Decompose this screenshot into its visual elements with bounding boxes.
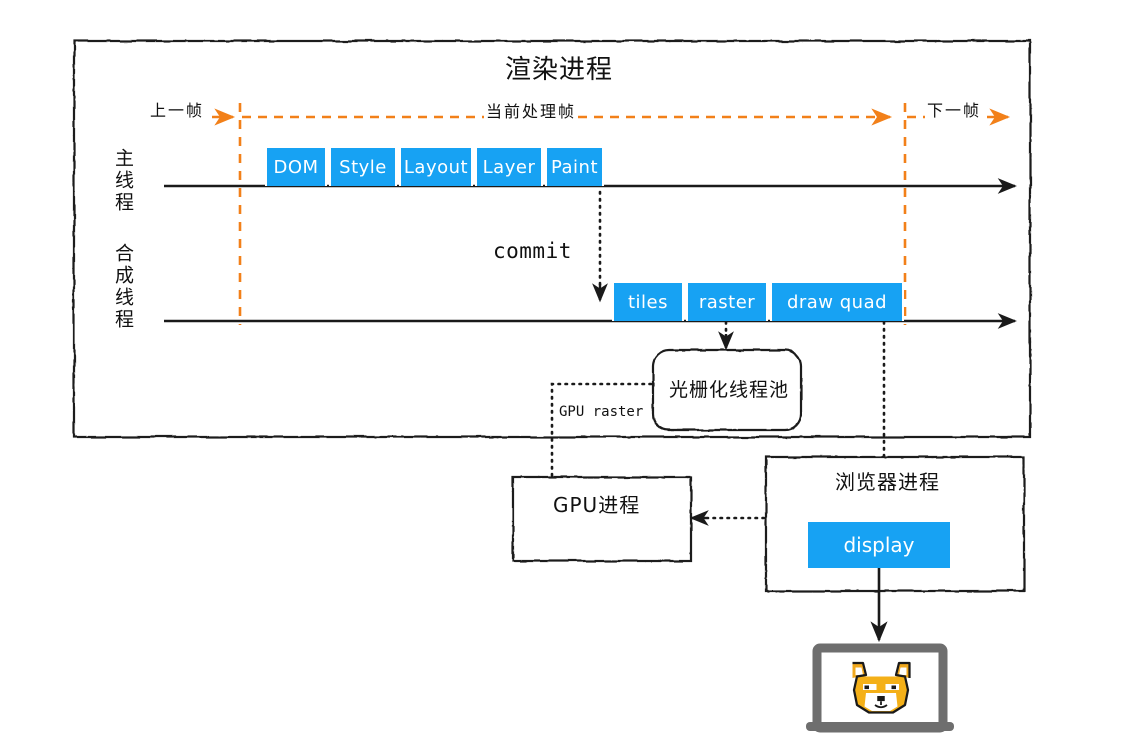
compositor-step-draw-quad[interactable]: draw quad <box>770 283 904 321</box>
compositor-step-tiles-label: tiles <box>627 291 668 313</box>
raster-thread-pool-box <box>651 348 803 432</box>
main-thread-label: 主线程 <box>111 148 134 214</box>
main-step-layer[interactable]: Layer <box>475 148 543 186</box>
main-step-layout-label: Layout <box>403 156 469 178</box>
commit-label: commit <box>493 239 572 263</box>
main-step-style[interactable]: Style <box>329 148 397 186</box>
main-step-dom[interactable]: DOM <box>265 148 327 186</box>
main-step-paint[interactable]: Paint <box>545 148 604 186</box>
compositor-step-raster[interactable]: raster <box>686 283 768 321</box>
page-title: 渲染进程 <box>505 55 614 85</box>
main-step-style-label: Style <box>339 156 387 178</box>
main-step-layout[interactable]: Layout <box>399 148 473 186</box>
main-step-paint-label: Paint <box>550 156 599 178</box>
main-step-dom-label: DOM <box>273 156 319 178</box>
gpu-raster-label: GPU raster <box>557 404 646 420</box>
laptop-icon <box>806 643 954 733</box>
compositor-step-raster-label: raster <box>698 291 756 313</box>
doge-icon <box>852 661 911 714</box>
browser-process-label: 浏览器进程 <box>835 470 940 494</box>
renderer-process-box <box>72 39 1032 439</box>
frame-label-current: 当前处理帧 <box>484 102 579 121</box>
display-label: display <box>843 533 915 557</box>
compositor-thread-label: 合成线程 <box>111 243 134 331</box>
compositor-step-draw-quad-label: draw quad <box>786 291 888 313</box>
raster-thread-pool-label: 光栅化线程池 <box>669 379 790 401</box>
gpu-process-box <box>511 475 693 563</box>
compositor-step-tiles[interactable]: tiles <box>612 283 684 321</box>
main-step-layer-label: Layer <box>482 156 536 178</box>
gpu-process-label: GPU进程 <box>553 493 641 517</box>
frame-label-next: 下一帧 <box>925 101 984 120</box>
display-box[interactable]: display <box>808 522 950 568</box>
frame-label-previous: 上一帧 <box>148 101 207 120</box>
